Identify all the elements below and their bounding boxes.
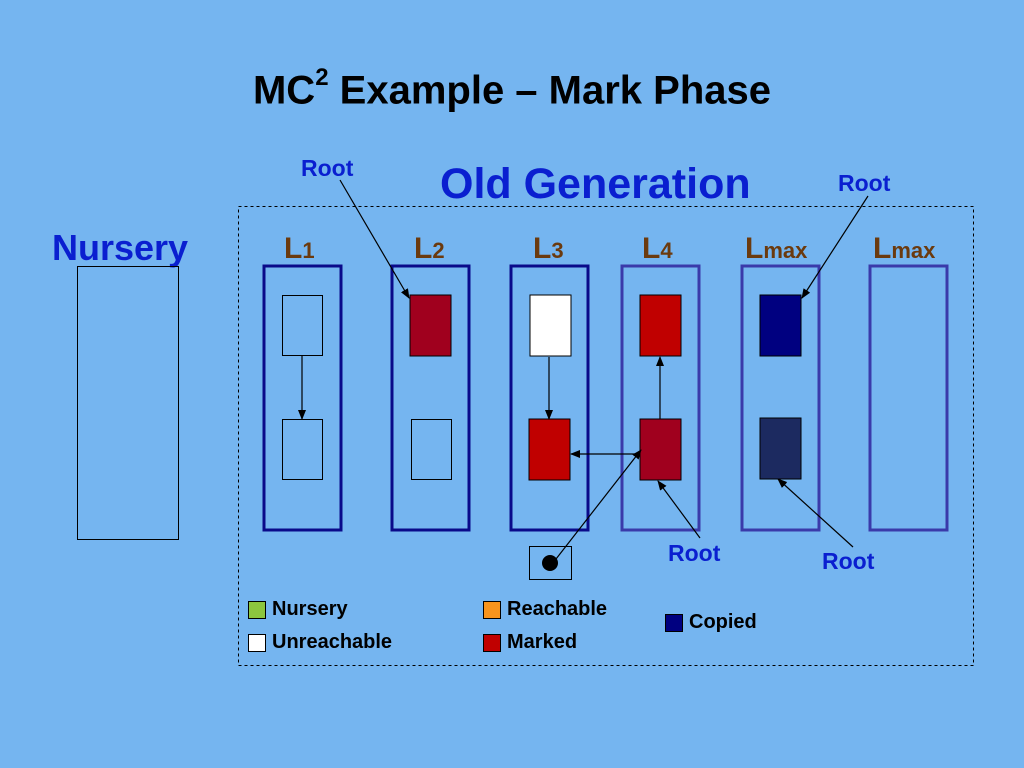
object-l2-top-marked — [409, 294, 452, 357]
root-object-dot — [542, 555, 558, 571]
level-box-l3 — [509, 264, 590, 532]
level-label-l4: L4 — [642, 232, 673, 265]
title-superscript: 2 — [315, 64, 329, 91]
legend-unreachable: Unreachable — [248, 631, 392, 654]
level-box-l2 — [390, 264, 471, 532]
root-label-l2: Root — [301, 155, 354, 181]
legend-swatch-reachable — [483, 600, 501, 619]
level-box-lmax-2 — [868, 264, 949, 532]
legend-reachable: Reachable — [483, 598, 607, 621]
arrow-root-to-l2 — [339, 179, 410, 299]
object-l3-top-unreachable — [529, 294, 572, 357]
title-main: MC — [252, 68, 316, 113]
object-lmax-bottom-copied — [759, 417, 802, 480]
legend-copied: Copied — [665, 611, 757, 634]
old-generation-region — [238, 206, 974, 666]
title-rest: Example – Mark Phase — [328, 68, 772, 113]
object-l2-bottom — [411, 419, 452, 480]
legend-swatch-marked — [483, 633, 501, 652]
legend-swatch-copied — [665, 613, 683, 632]
level-label-l2: L2 — [414, 232, 445, 265]
level-box-lmax-1 — [740, 264, 821, 532]
legend-swatch-nursery — [248, 600, 266, 619]
level-label-lmax-2: Lmax — [873, 232, 936, 265]
object-l3-bottom-marked — [528, 418, 571, 481]
arrow-root-to-lmax — [801, 195, 869, 299]
level-box-l1 — [262, 264, 343, 532]
level-label-l1: L1 — [284, 232, 315, 265]
legend-marked: Marked — [483, 631, 577, 654]
level-label-l3: L3 — [533, 232, 564, 265]
root-label-lmax: Root — [838, 170, 891, 196]
nursery-box — [77, 266, 179, 540]
object-lmax-top-copied — [759, 294, 802, 357]
object-l1-bottom — [282, 419, 323, 480]
object-l1-top — [282, 295, 323, 356]
arrow-rootobj-to-l4 — [555, 449, 642, 560]
level-box-l4 — [620, 264, 701, 532]
level-label-lmax-1: Lmax — [745, 232, 808, 265]
object-l4-top-marked — [639, 294, 682, 357]
arrow-root-to-l4-bottom — [657, 480, 701, 539]
legend-nursery: Nursery — [248, 598, 348, 621]
root-label-l4: Root — [668, 540, 721, 566]
arrow-root-to-lmax-bottom — [777, 478, 854, 548]
slide-title: MC2 Example – Mark Phase — [0, 64, 1024, 113]
old-generation-label: Old Generation — [440, 160, 751, 208]
nursery-label: Nursery — [52, 227, 189, 268]
legend-swatch-unreachable — [248, 633, 266, 652]
root-object-box — [529, 546, 572, 580]
root-label-lmax-lower: Root — [822, 548, 875, 574]
object-l4-bottom-marked — [639, 418, 682, 481]
